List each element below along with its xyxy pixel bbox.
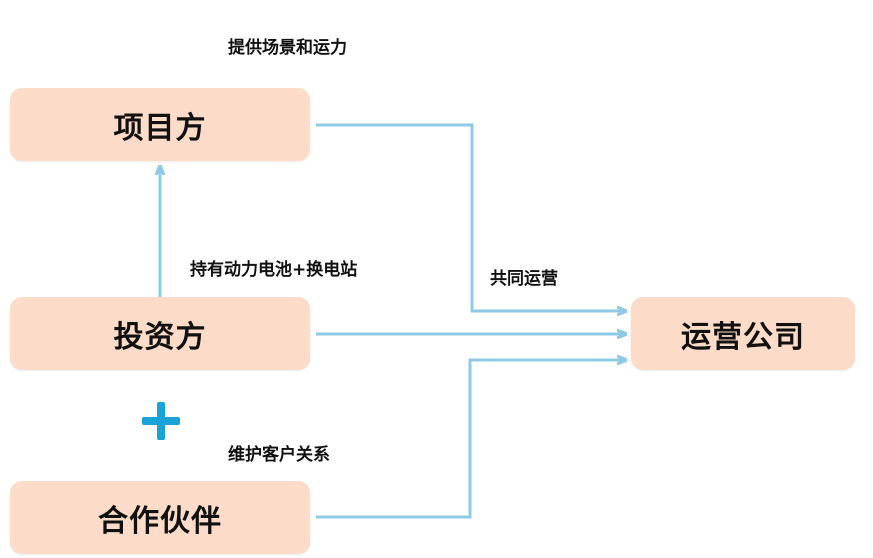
- node-project-label: 项目方: [113, 110, 207, 146]
- arrow-partner-to-operator: [316, 360, 626, 519]
- label-maintain-relations: 维护客户关系: [228, 445, 330, 465]
- label-hold-battery: 持有动力电池+换电站: [190, 260, 358, 280]
- node-operator-label: 运营公司: [681, 319, 805, 355]
- node-partner-label: 合作伙伴: [98, 503, 222, 539]
- node-investor-label: 投资方: [113, 319, 207, 355]
- node-operating-company: 运营公司: [631, 297, 855, 370]
- arrow-project-to-operator: [316, 123, 626, 311]
- node-project-party: 项目方: [10, 88, 310, 161]
- node-partner: 合作伙伴: [10, 481, 310, 554]
- label-provide-scene: 提供场景和运力: [228, 38, 347, 58]
- node-investor: 投资方: [10, 297, 310, 370]
- label-joint-operation: 共同运营: [490, 269, 558, 289]
- plus-icon: [138, 398, 184, 444]
